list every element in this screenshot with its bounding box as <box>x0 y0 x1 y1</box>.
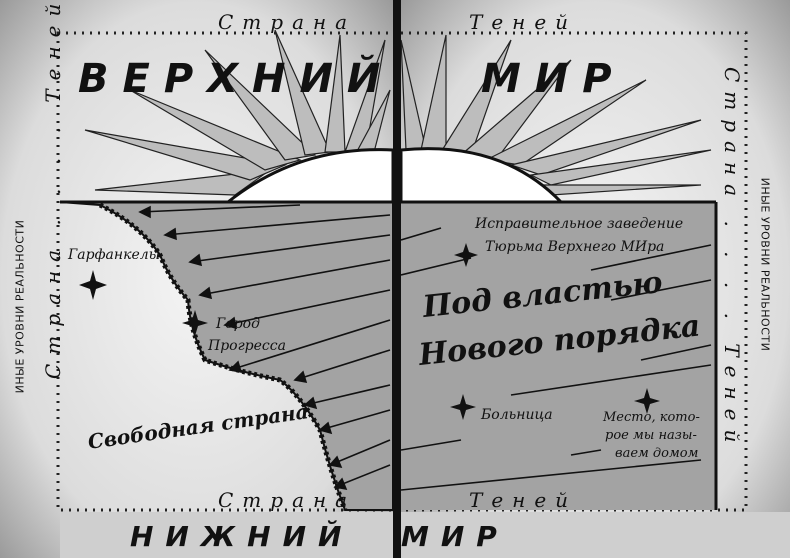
title-upper-left: ВЕРХНИЙ <box>78 56 393 102</box>
arrows <box>138 204 391 491</box>
right-map-drawing <box>401 31 790 558</box>
bottom-band <box>60 512 393 558</box>
shaded-territory-right <box>401 202 716 510</box>
left-side-note: ИНЫЕ УРОВНИ РЕАЛЬНОСТИ <box>13 219 27 394</box>
label-home-1: Место, кото- <box>603 410 700 425</box>
label-correctional: Исправительное заведение <box>475 216 684 232</box>
star-garfankely <box>79 270 107 300</box>
label-city-progress-2: Прогресса <box>208 338 286 354</box>
title-upper-right: МИР <box>481 56 626 102</box>
left-page: Страна ВЕРХНИЙ Страна . . . . Теней ИНЫЕ… <box>0 0 393 558</box>
label-home-2: рое мы назы- <box>605 428 697 443</box>
right-page: Теней МИР Исправительное заведение Тюрьм… <box>401 0 790 558</box>
bottom-band-right <box>401 512 790 558</box>
star-prison <box>454 243 478 267</box>
star-city-progress <box>182 310 208 336</box>
arrow-lines-right <box>401 227 712 491</box>
left-vertical-text: Страна . . . . Теней <box>41 0 65 379</box>
label-city-progress-1: Город <box>216 316 260 332</box>
label-home-3: ваем домом <box>615 446 699 461</box>
title-lower-right: МИР <box>401 520 509 553</box>
bottom-band-text-right: Теней <box>469 488 578 512</box>
coastline <box>98 202 348 511</box>
book-gutter <box>393 0 401 558</box>
label-garfankely: Гарфанкелы <box>68 247 161 263</box>
sun-rays-right <box>401 34 712 196</box>
dotted-frame-right <box>401 31 748 512</box>
top-band-text: Страна <box>218 10 357 34</box>
right-vertical-text: Страна . . . . Теней <box>720 67 744 452</box>
star-hospital <box>450 394 476 420</box>
top-band-text-right: Теней <box>469 10 578 34</box>
bottom-band-text: Страна <box>218 488 357 512</box>
title-lower-left: НИЖНИЙ <box>130 520 354 553</box>
sun-dome <box>223 148 393 204</box>
left-map-drawing <box>56 29 393 558</box>
label-hospital: Больница <box>481 407 553 423</box>
star-home <box>634 388 660 414</box>
label-prison: Тюрьма Верхнего МИра <box>485 239 665 255</box>
right-side-note: ИНЫЕ УРОВНИ РЕАЛЬНОСТИ <box>758 177 772 352</box>
